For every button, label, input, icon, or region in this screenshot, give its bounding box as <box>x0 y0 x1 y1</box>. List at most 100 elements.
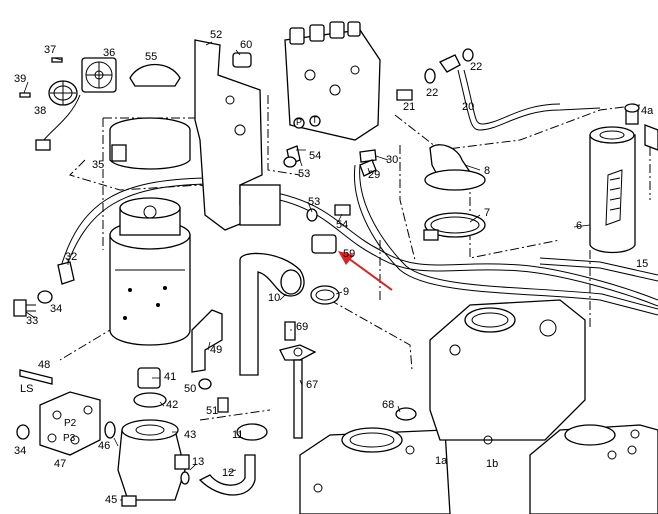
callout-15: 15 <box>636 258 649 270</box>
hoses <box>59 69 658 316</box>
callout-7: 7 <box>484 207 491 219</box>
callout-52: 52 <box>210 29 223 41</box>
clamp-9 <box>310 285 340 305</box>
callout-47: 47 <box>54 458 67 470</box>
callout-LS: LS <box>20 383 34 395</box>
callout-1a: 1a <box>435 455 448 467</box>
fitting-54b <box>334 204 351 216</box>
cap-55 <box>129 64 181 87</box>
callout-20: 20 <box>462 101 475 113</box>
banjo-20 <box>439 54 461 73</box>
callout-69: 69 <box>296 321 309 333</box>
callout-34b: 34 <box>14 445 27 457</box>
callout-8: 8 <box>484 165 491 177</box>
screw-39 <box>19 92 31 98</box>
washer-34b <box>16 424 30 440</box>
washer-50 <box>198 378 212 390</box>
valve-block-47 <box>39 391 101 456</box>
callout-67: 67 <box>306 379 319 391</box>
callout-38: 38 <box>34 105 47 117</box>
washer-34a <box>37 290 53 304</box>
elbow-8 <box>424 144 486 191</box>
tank-right <box>529 424 658 514</box>
tank-1b <box>429 299 586 445</box>
oring-13 <box>180 471 190 485</box>
callout-54b: 54 <box>336 219 349 231</box>
band-clamp <box>109 117 191 170</box>
callout-35: 35 <box>92 159 105 171</box>
callout-36: 36 <box>103 47 116 59</box>
callout-32: 32 <box>65 251 78 263</box>
callout-34a: 34 <box>50 303 63 315</box>
callout-53a: 53 <box>298 168 311 180</box>
callout-51: 51 <box>206 405 219 417</box>
callout-68: 68 <box>382 399 395 411</box>
connector-35 <box>35 139 51 151</box>
callout-60: 60 <box>240 39 253 51</box>
washer-53a <box>283 156 297 168</box>
oring-46 <box>104 421 116 439</box>
callout-6: 6 <box>576 220 583 232</box>
callout-4a: 4a <box>641 105 654 117</box>
callout-9: 9 <box>343 286 350 298</box>
callout-49: 49 <box>210 344 223 356</box>
callout-11: 11 <box>232 429 244 441</box>
valve-block <box>284 21 381 141</box>
cap-59 <box>311 234 337 254</box>
callout-39: 39 <box>14 73 27 85</box>
callout-42: 42 <box>166 399 179 411</box>
filter-element-6 <box>589 126 636 254</box>
clamp-7 <box>423 212 486 241</box>
callout-22b: 22 <box>426 87 439 99</box>
callout-P: P <box>296 117 303 127</box>
callout-50: 50 <box>184 383 197 395</box>
highlight-arrow <box>338 251 393 291</box>
callout-10: 10 <box>268 292 281 304</box>
washer-53b <box>306 208 318 222</box>
bolt-48 <box>19 369 53 385</box>
pump-assembly <box>117 419 190 501</box>
callout-53b: 53 <box>308 196 321 208</box>
bolt-45 <box>121 495 137 507</box>
bracket-plate <box>239 184 281 226</box>
callout-37: 37 <box>44 44 57 56</box>
port-p <box>293 117 305 129</box>
bolt-33 <box>13 299 27 317</box>
callout-33: 33 <box>26 315 39 327</box>
filter-canister <box>109 197 191 346</box>
callout-41: 41 <box>164 371 177 383</box>
fitting-30 <box>359 149 377 163</box>
callout-P3: P3 <box>63 433 76 444</box>
callout-46: 46 <box>98 440 111 452</box>
fitting-32 <box>57 261 75 285</box>
callout-29: 29 <box>368 169 381 181</box>
callout-55: 55 <box>145 51 158 63</box>
callout-43: 43 <box>184 429 197 441</box>
hose-10 <box>239 252 305 376</box>
sensor-67 <box>279 344 317 439</box>
leader-lines <box>23 41 591 501</box>
fan-guard-38 <box>48 80 78 106</box>
cap-60 <box>232 52 252 68</box>
callout-54a: 54 <box>309 150 322 162</box>
clamp-11 <box>236 423 268 441</box>
callout-45: 45 <box>105 494 118 506</box>
fitting-51 <box>217 397 229 413</box>
tank-1a <box>299 427 451 514</box>
hose-12 <box>198 454 256 496</box>
fan-36 <box>39 57 117 146</box>
oring-68 <box>395 407 417 421</box>
washer-22a <box>424 68 436 84</box>
oring-42 <box>133 392 167 408</box>
callout-59: 59 <box>343 248 356 260</box>
callout-13: 13 <box>192 456 205 468</box>
callout-22a: 22 <box>470 61 483 73</box>
callout-P2: P2 <box>64 418 77 429</box>
screw-69 <box>284 321 296 341</box>
callout-1b: 1b <box>486 458 499 470</box>
callout-T: T <box>312 115 318 125</box>
port-t <box>309 115 321 127</box>
callout-30: 30 <box>386 154 399 166</box>
